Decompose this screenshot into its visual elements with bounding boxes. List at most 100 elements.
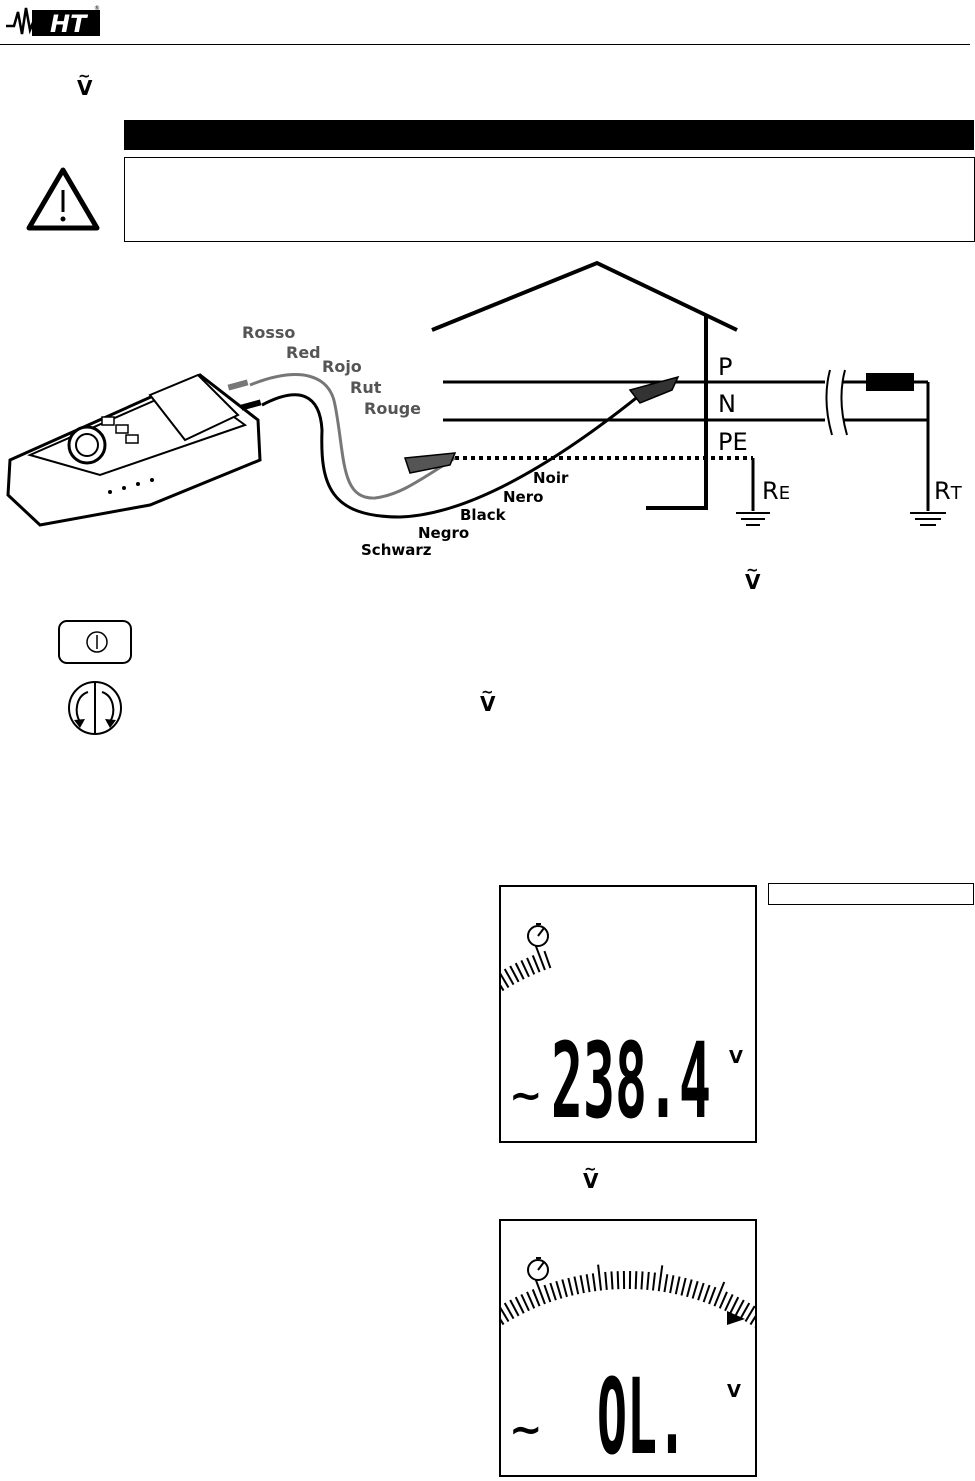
bargraph-segment — [509, 965, 520, 983]
bargraph-segment — [543, 950, 552, 969]
bargraph-segment — [640, 1271, 644, 1290]
bargraph-segment — [674, 1276, 681, 1295]
bargraph-segment — [509, 1299, 520, 1317]
bargraph-segment — [691, 1280, 699, 1299]
bargraph-segment — [531, 1289, 541, 1307]
connection-diagram: P N PE RE RT Rosso Red Rojo Rut Rouge No… — [6, 260, 963, 559]
black-label-1: Noir — [533, 469, 569, 487]
bargraph-segment — [501, 984, 505, 992]
ac-voltage-symbol-3: ~ V — [480, 683, 496, 716]
bargraph-segment — [669, 1275, 675, 1294]
red-label-4: Rut — [350, 378, 382, 397]
bargraph-segment — [616, 1271, 620, 1290]
bargraph-segment — [634, 1271, 638, 1290]
label-re: RE — [762, 477, 790, 505]
ground-symbol-t — [910, 512, 946, 526]
lcd-display-reading: ~ V 238.4 — [499, 885, 757, 1143]
bargraph-segment — [503, 968, 515, 986]
bargraph-segment — [686, 1279, 693, 1298]
bargraph-segment — [514, 962, 525, 980]
bargraph-segment — [713, 1281, 726, 1307]
red-label-3: Rojo — [322, 357, 362, 376]
ac-voltage-symbol-4: ~ V — [583, 1160, 599, 1193]
bargraph-segment — [680, 1277, 687, 1296]
tilde-mark: ~ — [78, 67, 91, 85]
bargraph-segment — [520, 960, 530, 978]
bargraph-segment — [724, 1294, 734, 1312]
black-label-3: Black — [460, 506, 507, 524]
red-label-2: Red — [286, 343, 321, 362]
bargraph-segment — [514, 1296, 525, 1314]
red-test-lead — [249, 373, 456, 500]
power-button-icon — [58, 620, 132, 664]
overrange-arrow — [727, 1311, 745, 1325]
house-wall — [646, 315, 708, 510]
label-p: P — [718, 353, 732, 381]
bargraph-segment — [718, 1291, 728, 1309]
label-n: N — [718, 390, 736, 418]
bargraph-segment — [579, 1275, 585, 1294]
bargraph-segment — [526, 957, 536, 975]
bargraph-segment — [501, 1318, 505, 1326]
rotary-selector-icon — [68, 681, 122, 735]
bargraph-segment — [526, 1291, 536, 1309]
bargraph-segment — [501, 972, 510, 989]
v-mark: V — [77, 76, 93, 100]
bargraph-segment — [591, 1273, 597, 1292]
warning-triangle-icon — [26, 167, 100, 231]
logo-registered-mark: ® — [94, 5, 100, 12]
ht-logo: HT ® — [6, 5, 100, 38]
red-label-5: Rouge — [364, 399, 421, 418]
red-crocodile-clip — [403, 452, 457, 474]
bargraph-segment — [520, 1294, 530, 1312]
bargraph-segment — [663, 1274, 669, 1293]
bargraph-segment — [573, 1276, 580, 1295]
unit-label: V — [729, 1047, 743, 1068]
ground-symbol-e — [736, 512, 770, 526]
bargraph-segment — [610, 1271, 614, 1290]
label-pe: PE — [718, 428, 748, 456]
bargraph-segment — [549, 1282, 557, 1301]
bargraph-segment — [651, 1272, 656, 1291]
bargraph-segment — [708, 1286, 717, 1305]
black-label-4: Negro — [418, 524, 469, 542]
bargraph-segment — [739, 1302, 751, 1320]
line-break-mark — [825, 369, 833, 436]
ac-symbol: ~ — [509, 1407, 543, 1453]
label-rt: RT — [934, 477, 963, 505]
reading-value: OL. — [597, 1356, 687, 1475]
bargraph-segment — [657, 1265, 664, 1292]
bargraph-segment — [561, 1279, 568, 1298]
unit-label: V — [727, 1381, 741, 1402]
bargraph-segment — [531, 955, 541, 973]
ac-symbol: ~ — [509, 1073, 543, 1119]
bargraph-segment — [604, 1271, 608, 1290]
bargraph-segment — [702, 1284, 711, 1303]
figure-label-box — [768, 883, 974, 905]
bargraph-segment — [597, 1264, 603, 1291]
warning-title-bar — [124, 120, 974, 150]
bargraph-segment — [585, 1274, 591, 1293]
bargraph — [501, 1264, 755, 1328]
black-crocodile-clip — [628, 375, 680, 404]
bargraph-segment — [729, 1296, 740, 1314]
reading-value: 238.4 — [551, 1020, 711, 1141]
timer-icon — [527, 923, 549, 947]
bargraph-segment — [534, 945, 546, 971]
bargraph-segment — [555, 1280, 563, 1299]
instrument-body — [6, 373, 262, 527]
load-resistor — [866, 373, 914, 391]
ac-voltage-symbol-2: ~ V — [745, 561, 761, 594]
logo-text: HT — [50, 10, 88, 38]
black-label-2: Nero — [503, 488, 543, 506]
bargraph-segment — [749, 1315, 755, 1326]
black-label-5: Schwarz — [361, 541, 432, 559]
house-roof — [431, 260, 738, 332]
warning-text-box — [124, 157, 975, 242]
bargraph-segment — [734, 1299, 745, 1317]
bargraph-segment — [534, 1279, 546, 1305]
bargraph-segment — [567, 1277, 574, 1296]
bargraph-segment — [501, 1306, 510, 1323]
timer-icon — [527, 1257, 549, 1281]
bargraph — [501, 945, 552, 992]
